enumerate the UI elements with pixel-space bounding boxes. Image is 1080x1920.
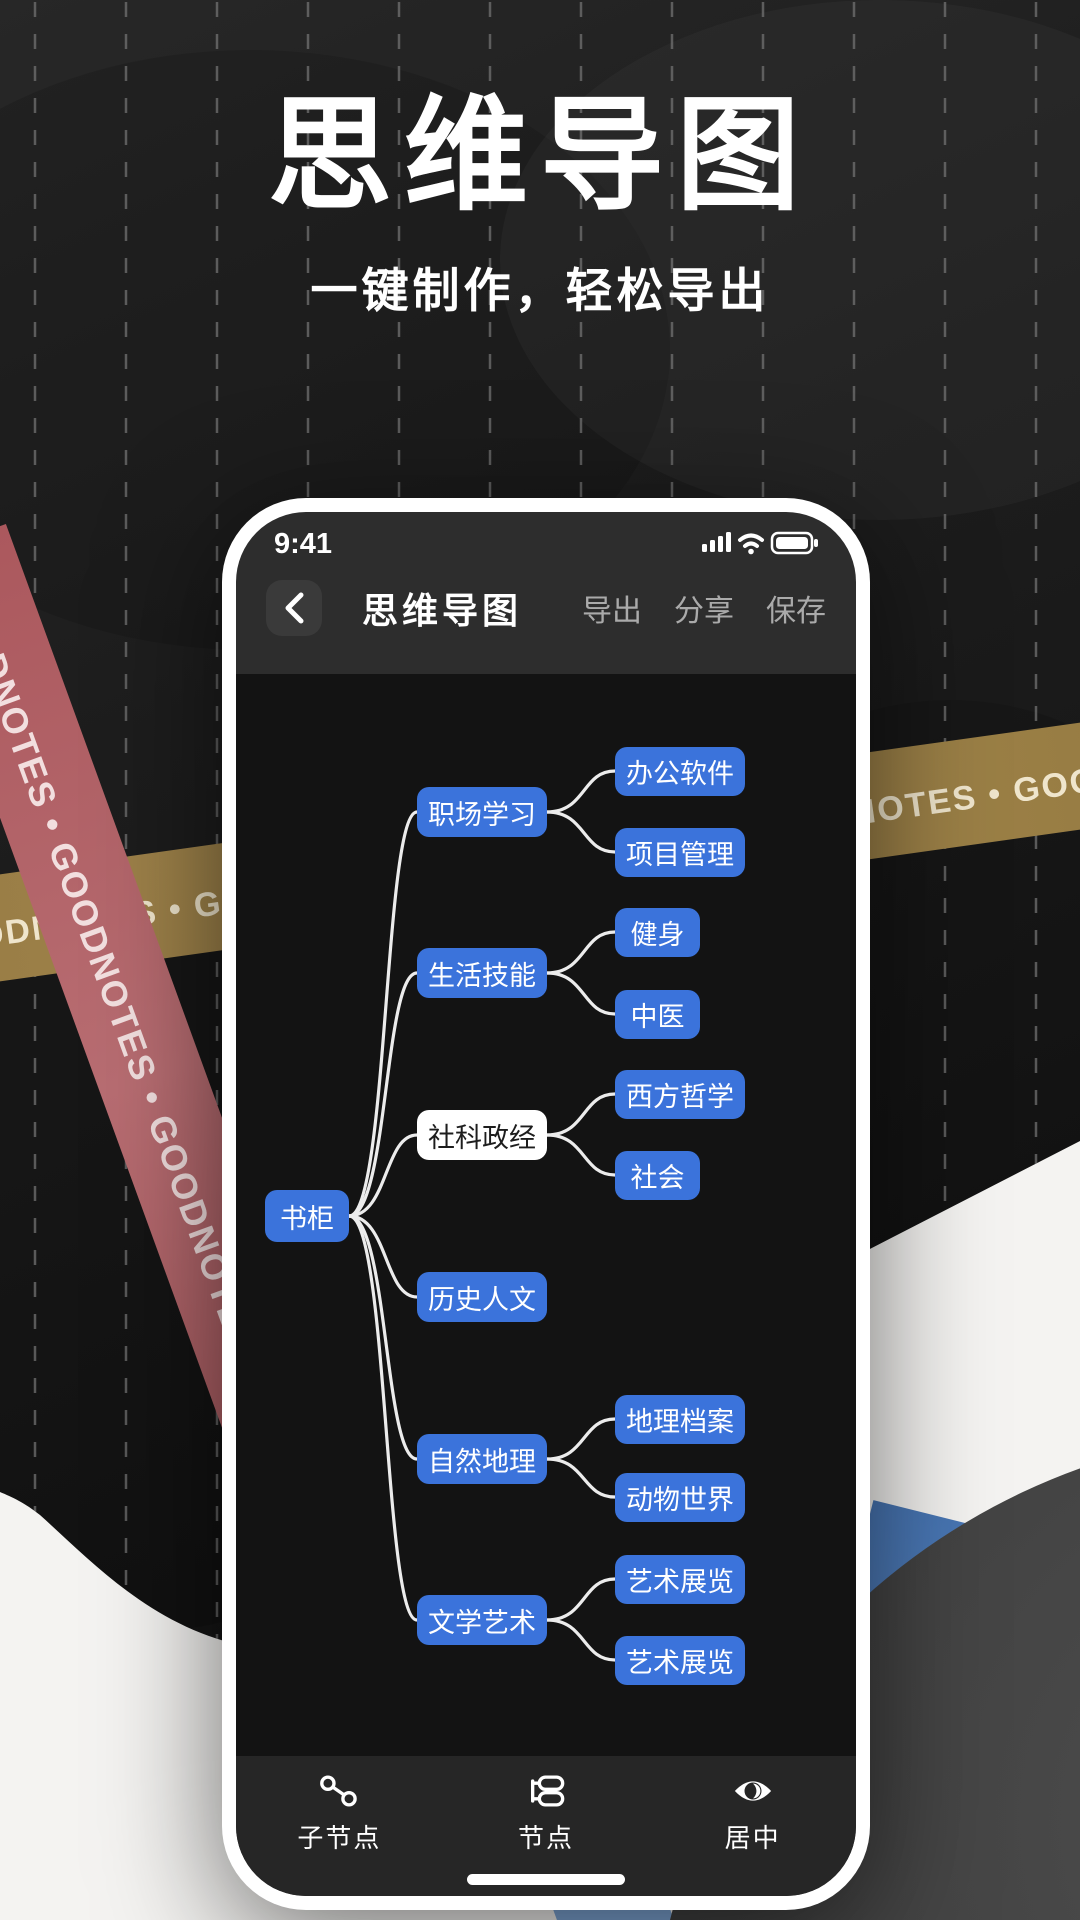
mindmap-node-branch-3[interactable]: 历史人文 bbox=[417, 1272, 547, 1322]
signal-icon bbox=[702, 532, 731, 552]
mindmap-node-child-4-1[interactable]: 动物世界 bbox=[615, 1472, 745, 1522]
mindmap-node-child-0-1[interactable]: 项目管理 bbox=[615, 827, 745, 877]
back-button[interactable] bbox=[266, 580, 322, 636]
hero-title: 思维导图 bbox=[267, 87, 812, 225]
tool-label: 节点 bbox=[517, 1823, 574, 1853]
mindmap-node-child-5-0[interactable]: 艺术展览 bbox=[615, 1554, 745, 1604]
nav-bar: 思维导图 导出 分享 保存 bbox=[236, 570, 856, 674]
home-indicator[interactable] bbox=[467, 1874, 625, 1885]
tool-label: 子节点 bbox=[297, 1823, 382, 1853]
page-title: 思维导图 bbox=[362, 590, 523, 631]
mindmap-node-child-4-0[interactable]: 地理档案 bbox=[615, 1394, 745, 1444]
share-button[interactable]: 分享 bbox=[674, 595, 734, 628]
node-icon bbox=[530, 1775, 565, 1807]
status-icons bbox=[702, 528, 822, 563]
mindmap-node-child-1-0[interactable]: 健身 bbox=[615, 907, 700, 957]
mindmap-node-branch-5[interactable]: 文学艺术 bbox=[417, 1595, 547, 1645]
nav-actions: 导出 分享 保存 bbox=[582, 586, 826, 630]
bottom-toolbar: 子节点 节点 居中 bbox=[236, 1756, 856, 1896]
wifi-icon bbox=[738, 533, 764, 548]
save-button[interactable]: 保存 bbox=[766, 595, 826, 628]
wifi-dot bbox=[748, 548, 754, 555]
phone-screen: 9:41 bbox=[236, 512, 856, 1896]
mindmap-node-branch-0[interactable]: 职场学习 bbox=[417, 787, 547, 837]
battery-icon bbox=[770, 531, 818, 555]
mindmap-node-child-2-0[interactable]: 西方哲学 bbox=[615, 1069, 745, 1119]
mindmap-node-child-5-1[interactable]: 艺术展览 bbox=[615, 1635, 745, 1685]
back-chevron-icon bbox=[285, 592, 304, 624]
node-button[interactable]: 节点 bbox=[443, 1756, 650, 1896]
child-node-icon bbox=[320, 1775, 358, 1807]
mindmap-node-child-1-1[interactable]: 中医 bbox=[615, 989, 700, 1039]
mindmap-node-branch-1[interactable]: 生活技能 bbox=[417, 948, 547, 998]
hero-subtitle: 一键制作，轻松导出 bbox=[310, 264, 770, 318]
mindmap-node-branch-4[interactable]: 自然地理 bbox=[417, 1434, 547, 1484]
hero: 思维导图 一键制作，轻松导出 bbox=[0, 0, 1080, 321]
mindmap-node-branch-2[interactable]: 社科政经 bbox=[417, 1110, 547, 1160]
center-icon bbox=[734, 1781, 771, 1801]
dashed-guides bbox=[33, 0, 1038, 1648]
mindmap-canvas[interactable]: 书柜 职场学习 办公软件项目管理生活技能 健身中医社科政经 西方哲学社会历史人文自然地理… bbox=[236, 674, 856, 1756]
mindmap-edges bbox=[347, 769, 617, 1662]
mindmap-node-child-2-1[interactable]: 社会 bbox=[615, 1150, 700, 1200]
export-button[interactable]: 导出 bbox=[582, 595, 642, 628]
mindmap-node-child-0-0[interactable]: 办公软件 bbox=[615, 746, 745, 796]
center-button[interactable]: 居中 bbox=[649, 1756, 856, 1896]
phone-mockup: 9:41 bbox=[222, 498, 870, 1910]
status-time: 9:41 bbox=[274, 528, 333, 560]
tool-label: 居中 bbox=[724, 1823, 781, 1853]
status-bar: 9:41 bbox=[236, 512, 856, 570]
mindmap-node-root[interactable]: 书柜 bbox=[265, 1190, 349, 1242]
child-node-button[interactable]: 子节点 bbox=[236, 1756, 443, 1896]
